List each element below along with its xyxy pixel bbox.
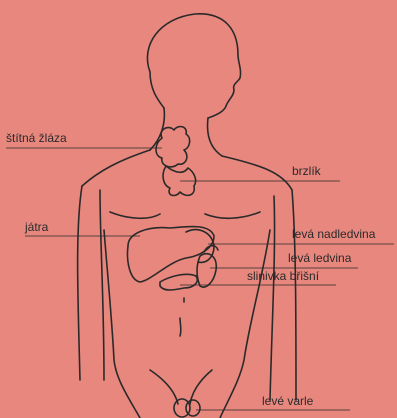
torso-left (104, 230, 140, 418)
chest-line-left (110, 212, 160, 218)
navel (180, 318, 181, 336)
kidney-shape (197, 254, 216, 287)
label-adrenal: levá nadledvina (292, 227, 375, 241)
label-liver: játra (25, 220, 48, 234)
label-thymus: brzlík (292, 164, 321, 178)
thyroid-shape (156, 127, 190, 167)
shoulder-left (82, 150, 150, 186)
jaw-line (150, 72, 164, 108)
groin-left (150, 370, 178, 404)
label-kidney: levá ledvina (288, 251, 351, 265)
pancreas-shape (160, 274, 197, 290)
neck-right (208, 118, 222, 156)
groin-right (190, 370, 212, 404)
arm-right-inner (270, 196, 275, 400)
arm-right-outer (292, 190, 296, 400)
label-testis: levé varle (262, 394, 313, 408)
chest-line-right (205, 212, 260, 218)
shoulder-right (222, 156, 292, 190)
label-thyroid: štítná žláza (6, 131, 67, 145)
liver-shape (128, 226, 215, 282)
arm-left-inner (100, 190, 104, 380)
head-outline (147, 14, 240, 118)
arm-left-outer (78, 186, 82, 380)
label-pancreas: slinivka břišní (247, 269, 319, 283)
torso-right (220, 230, 270, 418)
